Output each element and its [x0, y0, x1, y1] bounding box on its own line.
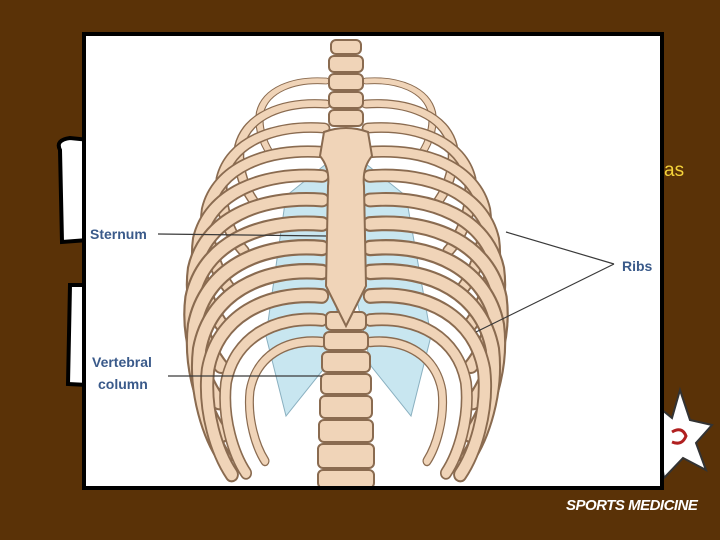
- vertebral-column-label-line1: Vertebral: [92, 354, 152, 370]
- vertebral-column-label-line2: column: [98, 376, 148, 392]
- slide-content: Sternum Ribs Vertebral column: [86, 36, 660, 486]
- sports-medicine-logo-text: SPORTS MEDICINE: [566, 497, 697, 514]
- right-ribs: [366, 81, 501, 475]
- rib-cage-diagram: [86, 36, 660, 486]
- background-side-text: as: [664, 160, 684, 182]
- left-ribs: [191, 81, 326, 475]
- slide-frame: Sternum Ribs Vertebral column: [82, 32, 664, 490]
- ribs-leader-line-1: [506, 232, 614, 264]
- sternum-label: Sternum: [90, 226, 147, 242]
- ribs-label: Ribs: [622, 258, 652, 274]
